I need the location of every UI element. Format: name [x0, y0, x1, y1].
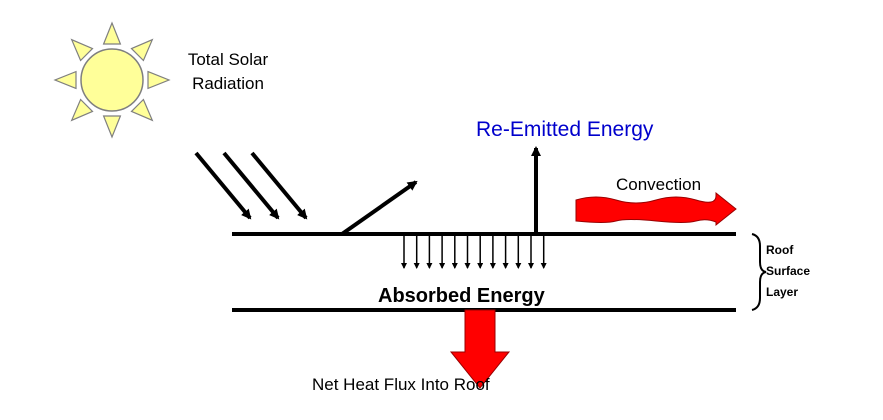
sun-ray: [130, 38, 154, 62]
sun-ray: [102, 21, 122, 45]
sun-ray: [53, 70, 77, 90]
absorbed-energy-label: Absorbed Energy: [378, 285, 545, 307]
sun-core: [80, 48, 144, 112]
absorbed-energy-arrows: [401, 236, 547, 269]
roof-surface-layer-label: Roof Surface Layer: [766, 243, 811, 299]
solar-ray-arrow: [194, 151, 252, 220]
reflected-radiation-arrow: [340, 180, 418, 236]
sun-ray: [70, 38, 94, 62]
total-solar-radiation-label: Total Solar Radiation: [187, 50, 269, 93]
layer-brace: [751, 233, 767, 311]
sun-rays: [53, 21, 171, 139]
re-emitted-energy-label: Re-Emitted Energy: [476, 118, 654, 141]
net-heat-flux-label: Net Heat Flux Into Roof: [312, 375, 490, 394]
sun-ray: [70, 98, 94, 122]
solar-ray-arrow: [222, 151, 280, 220]
sun-ray: [102, 115, 122, 139]
sun-icon: [53, 21, 171, 139]
incoming-radiation-arrows: [194, 151, 308, 220]
solar-ray-arrow: [250, 151, 308, 220]
wavy-arrow-icon: [575, 191, 737, 227]
block-arrow-down-icon: [449, 309, 511, 389]
sun-ray: [130, 98, 154, 122]
sun-ray: [147, 70, 171, 90]
convection-label: Convection: [616, 175, 702, 194]
